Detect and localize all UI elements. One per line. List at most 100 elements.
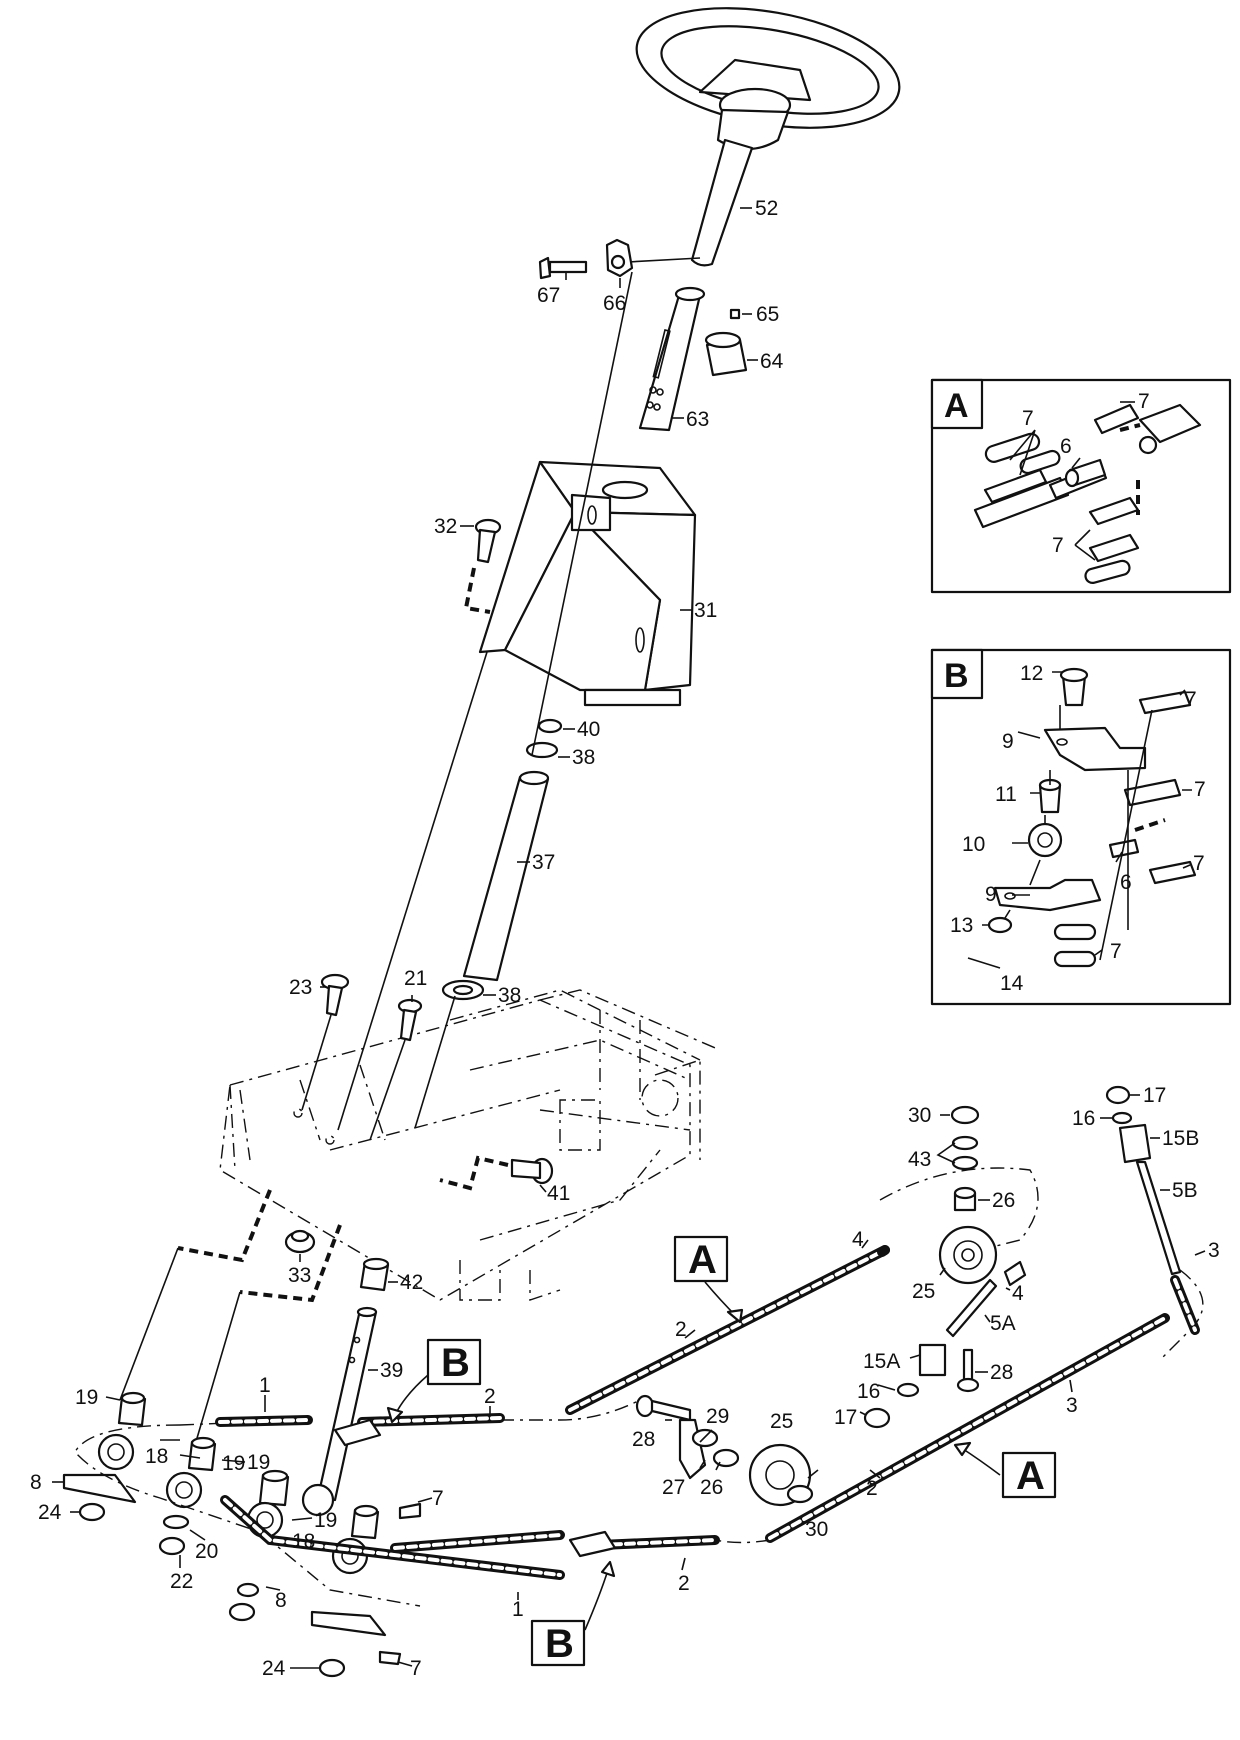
nut-33 <box>284 1229 316 1254</box>
guide-line <box>119 1247 179 1401</box>
label-1b: 1 <box>512 1598 524 1621</box>
detail-b-label-7b: 7 <box>1194 778 1206 801</box>
label-18a: 18 <box>145 1445 168 1468</box>
label-5b: 5B <box>1172 1179 1198 1202</box>
callout-b-upper-label: B <box>441 1341 470 1385</box>
detail-box-a: A 7 7 6 7 <box>930 378 1232 594</box>
detail-b-title-box <box>930 648 984 700</box>
alignment-line <box>531 271 633 756</box>
chain-path <box>599 1539 771 1546</box>
label-17a: 17 <box>834 1406 857 1429</box>
label-22: 22 <box>170 1570 193 1593</box>
detail-b-label-7d: 7 <box>1110 940 1122 963</box>
label-38b: 38 <box>498 984 521 1007</box>
label-26a: 26 <box>992 1189 1015 1212</box>
callout-b-lower-label: B <box>545 1622 574 1666</box>
detail-b-label-12: 12 <box>1020 662 1043 685</box>
label-65: 65 <box>756 303 779 326</box>
label-21: 21 <box>404 967 427 990</box>
detail-a-label-7b: 7 <box>1138 390 1150 413</box>
callout-b-upper <box>426 1338 482 1386</box>
guide-line <box>177 1189 272 1263</box>
label-23: 23 <box>289 976 312 999</box>
label-8a: 8 <box>30 1471 42 1494</box>
detail-b-label-14: 14 <box>1000 972 1024 995</box>
label-19c: 19 <box>247 1451 270 1474</box>
label-67: 67 <box>537 284 560 307</box>
callout-a-right-label: A <box>1016 1454 1045 1498</box>
chassis-bolts <box>301 973 554 1191</box>
callout-b-lower <box>530 1619 586 1667</box>
detail-b-title: B <box>944 657 969 695</box>
label-2d: 2 <box>866 1477 878 1500</box>
detail-b-label-10: 10 <box>962 833 985 856</box>
alignment-line <box>337 651 488 1131</box>
tension-rod <box>1105 1085 1182 1276</box>
label-7a: 7 <box>432 1487 444 1510</box>
label-19d: 19 <box>314 1509 337 1532</box>
detail-a-label-7a: 7 <box>1022 407 1034 430</box>
chains <box>215 1245 1200 1580</box>
chassis-frame <box>219 989 721 1301</box>
detail-b-label-13: 13 <box>950 914 973 937</box>
label-37: 37 <box>532 851 555 874</box>
label-25a: 25 <box>912 1280 935 1303</box>
label-33: 33 <box>288 1264 311 1287</box>
label-15a: 15A <box>863 1350 900 1373</box>
label-27: 27 <box>662 1476 685 1499</box>
part-labels: 52 67 66 65 64 63 32 31 40 38 37 38 23 2… <box>30 197 1220 1680</box>
label-63: 63 <box>686 408 709 431</box>
detail-b-frame <box>930 648 1232 1006</box>
label-20: 20 <box>195 1540 218 1563</box>
label-3b: 3 <box>1208 1239 1220 1262</box>
detail-a-title-box <box>930 378 984 430</box>
detail-b-label-7a: 7 <box>1185 688 1197 711</box>
label-1a: 1 <box>259 1374 271 1397</box>
label-7b: 7 <box>410 1657 422 1680</box>
label-43: 43 <box>908 1148 931 1171</box>
guide-line <box>239 1224 342 1303</box>
lower-shaft <box>301 1257 390 1517</box>
label-28b: 28 <box>632 1428 655 1451</box>
label-24b: 24 <box>262 1657 286 1680</box>
detail-b-label-6: 6 <box>1120 871 1132 894</box>
label-4a: 4 <box>852 1228 864 1251</box>
label-38a: 38 <box>572 746 595 769</box>
label-29: 29 <box>706 1405 729 1428</box>
label-39: 39 <box>380 1359 403 1382</box>
label-2a: 2 <box>484 1385 496 1408</box>
label-32: 32 <box>434 515 457 538</box>
detail-b-label-9b: 9 <box>985 883 997 906</box>
label-24a: 24 <box>38 1501 62 1524</box>
chain-path <box>879 1167 1039 1251</box>
detail-a-title: A <box>944 387 969 425</box>
label-2c: 2 <box>678 1572 690 1595</box>
label-64: 64 <box>760 350 784 373</box>
bolt-32 <box>463 518 502 614</box>
label-2b: 2 <box>675 1318 687 1341</box>
label-4b: 4 <box>1012 1282 1024 1305</box>
guide-line <box>194 1291 241 1446</box>
detail-box-b: B 12 7 9 <box>930 648 1232 1006</box>
label-19b: 19 <box>222 1452 245 1475</box>
callouts: A A B B <box>386 1235 1057 1667</box>
detail-a-label-6: 6 <box>1060 435 1072 458</box>
label-52: 52 <box>755 197 778 220</box>
label-41: 41 <box>547 1182 570 1205</box>
label-5a: 5A <box>990 1312 1016 1335</box>
label-30a: 30 <box>908 1104 931 1127</box>
column-parts <box>441 718 563 1001</box>
part-leaders <box>52 207 1206 1669</box>
right-sprocket-group <box>863 1105 1027 1429</box>
label-30b: 30 <box>805 1518 828 1541</box>
label-28a: 28 <box>990 1361 1013 1384</box>
label-16b: 16 <box>1072 1107 1095 1130</box>
label-8b: 8 <box>275 1589 287 1612</box>
label-19a: 19 <box>75 1386 98 1409</box>
label-40: 40 <box>577 718 600 741</box>
label-17b: 17 <box>1143 1084 1166 1107</box>
hub-and-shaft-parts <box>538 238 748 432</box>
detail-a-label-7c: 7 <box>1052 534 1064 557</box>
